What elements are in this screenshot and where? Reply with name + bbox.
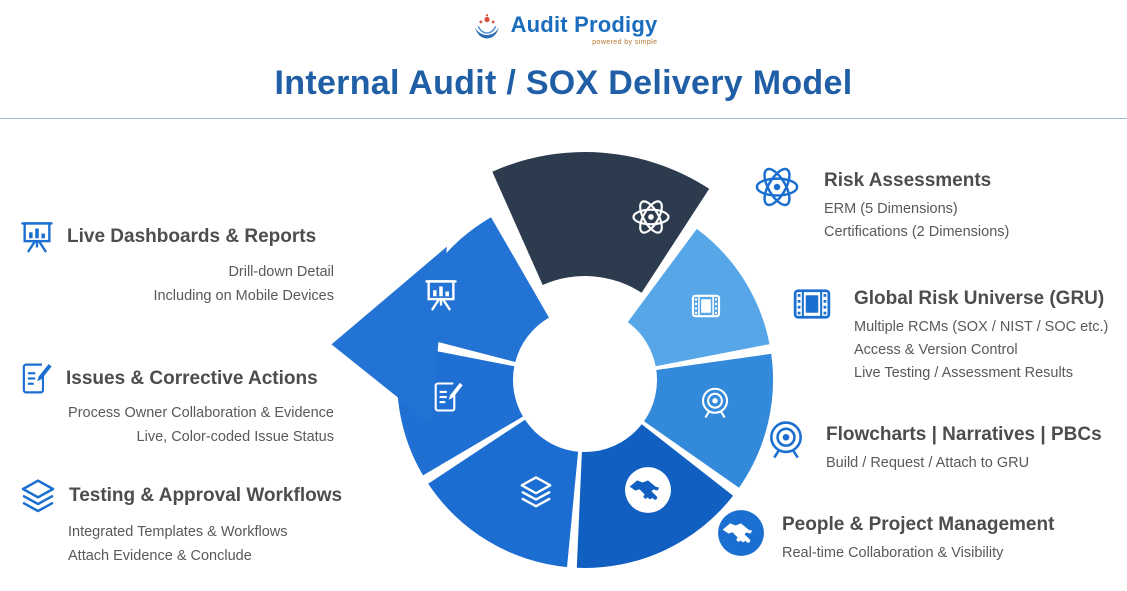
feature-line: Real-time Collaboration & Visibility [782, 545, 1004, 561]
feature-line: Certifications (2 Dimensions) [824, 224, 1010, 240]
brand-tagline: powered by simple [592, 39, 658, 46]
feature-people-project-management: People & Project Management Real-time Co… [716, 508, 1054, 565]
feature-global-risk-universe: Global Risk Universe (GRU) Multiple RCMs… [790, 282, 1108, 385]
feature-line: Process Owner Collaboration & Evidence [68, 405, 334, 421]
feature-line: Live Testing / Assessment Results [854, 365, 1073, 381]
feature-live-dashboards-reports: Live Dashboards & Reports Drill-down Det… [18, 218, 334, 308]
feature-line: Access & Version Control [854, 342, 1018, 358]
feature-line: ERM (5 Dimensions) [824, 201, 958, 217]
handshake-icon [625, 467, 671, 513]
page-title: Internal Audit / SOX Delivery Model [274, 64, 853, 102]
presentation-board-icon [18, 218, 56, 256]
document-pencil-icon [18, 360, 55, 397]
atom-icon [754, 164, 800, 210]
feature-line: Multiple RCMs (SOX / NIST / SOC etc.) [854, 319, 1109, 335]
target-icon [764, 418, 808, 462]
feature-title: Issues & Corrective Actions [66, 367, 318, 389]
feature-title: Flowcharts | Narratives | PBCs [826, 424, 1102, 445]
ring-segment-flowcharts-narratives-pbcs [644, 353, 774, 488]
title-divider [0, 118, 1127, 119]
brand-name: Audit Prodigy [510, 12, 658, 37]
feature-title: Global Risk Universe (GRU) [854, 288, 1105, 309]
feature-title: Testing & Approval Workflows [69, 485, 343, 506]
feature-risk-assessments: Risk Assessments ERM (5 Dimensions) Cert… [754, 164, 1009, 244]
feature-line: Integrated Templates & Workflows [68, 524, 288, 540]
ring-arrowhead [331, 246, 447, 425]
feature-flowcharts-narratives-pbcs: Flowcharts | Narratives | PBCs Build / R… [764, 418, 1102, 475]
feature-title: People & Project Management [782, 514, 1055, 535]
feature-issues-corrective-actions: Issues & Corrective Actions Process Owne… [18, 360, 334, 449]
feature-line: Attach Evidence & Conclude [68, 548, 252, 564]
brand: Audit Prodigy powered by simple [470, 12, 658, 46]
feature-line: Live, Color-coded Issue Status [136, 429, 334, 445]
header: Audit Prodigy powered by simple [0, 12, 1127, 51]
feature-title: Risk Assessments [824, 170, 992, 191]
handshake-icon [716, 508, 766, 558]
feature-line: Drill-down Detail [228, 264, 334, 280]
feature-title: Live Dashboards & Reports [67, 226, 317, 247]
feature-line: Build / Request / Attach to GRU [826, 455, 1030, 471]
layers-icon [18, 476, 58, 516]
ring-segment-testing-approval-workflows [428, 419, 579, 568]
ring-segment-risk-assessments [492, 152, 710, 293]
feature-line: Including on Mobile Devices [153, 288, 334, 304]
film-reel-icon [790, 282, 834, 326]
feature-testing-approval-workflows: Testing & Approval Workflows Integrated … [18, 476, 342, 568]
delivery-cycle-diagram [331, 152, 774, 568]
audit-prodigy-logo-icon [474, 14, 499, 39]
